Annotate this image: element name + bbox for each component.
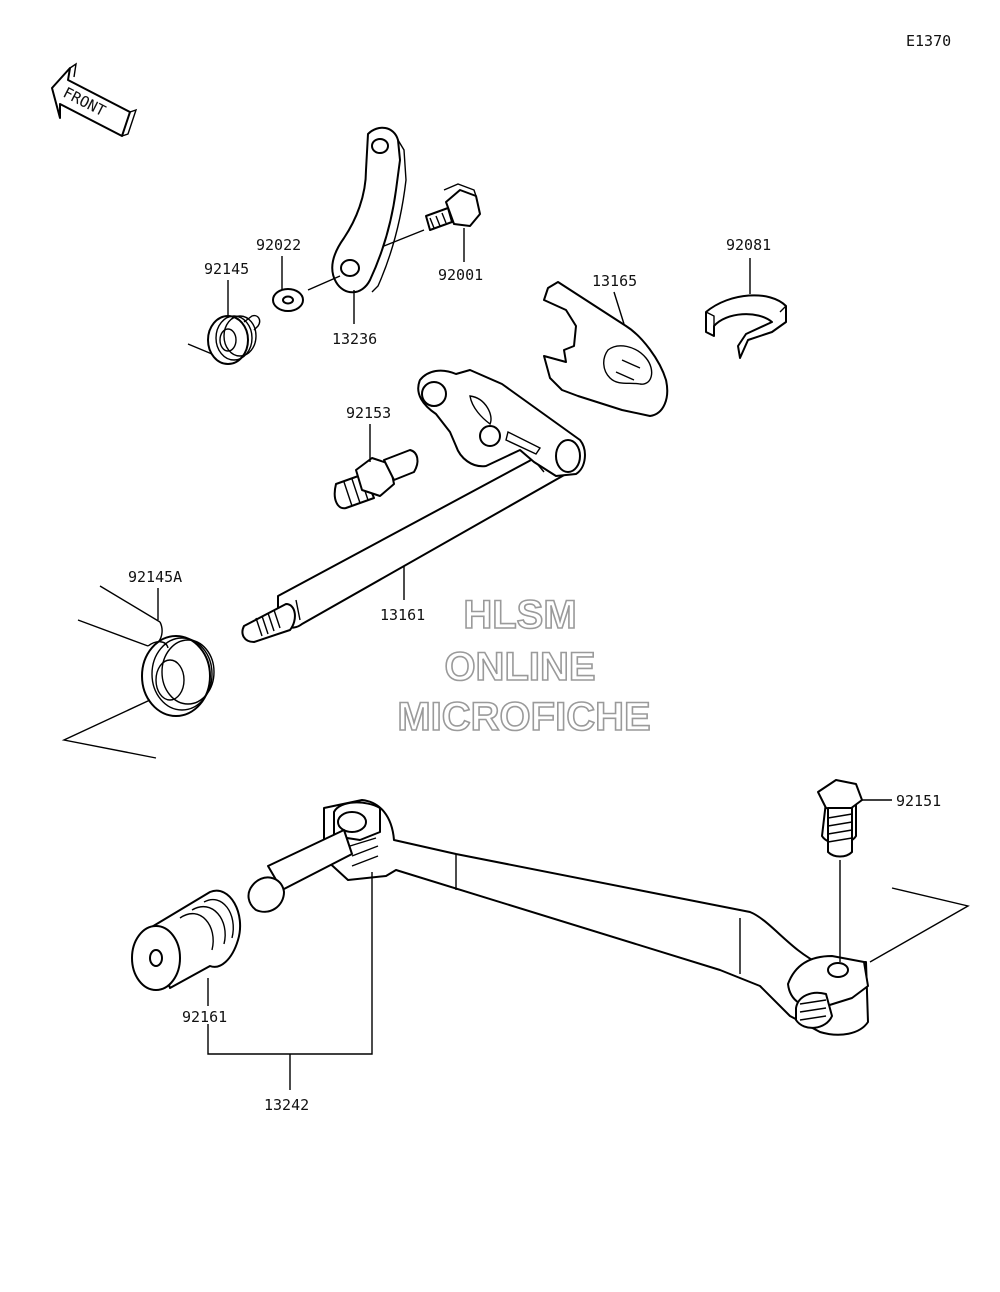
leader-lines [61,228,970,1090]
rubber-92161 [131,889,242,991]
label-92145a: 92145A [128,568,182,586]
band-92081 [705,294,787,359]
label-92001: 92001 [438,266,483,284]
watermark-line3: MICROFICHE [397,695,650,739]
label-13165: 13165 [592,272,637,290]
shift-arm-13236 [331,126,407,294]
label-13236: 13236 [332,330,377,348]
label-92153: 92153 [346,404,391,422]
front-arrow-icon: FRONT [51,62,138,137]
shaft-13161 [241,369,586,643]
label-13161: 13161 [380,606,425,624]
label-92145: 92145 [204,260,249,278]
diagram-code: E1370 [906,32,951,50]
label-92161: 92161 [182,1008,227,1026]
label-13242: 13242 [264,1096,309,1114]
label-92022: 92022 [256,236,301,254]
label-92151: 92151 [896,792,941,810]
stud-92153 [333,449,419,510]
label-92081: 92081 [726,236,771,254]
spring-92145a [77,585,215,717]
washer-92022 [272,288,304,312]
pedal-13242 [247,799,869,1036]
spring-92145 [187,314,261,365]
bolt-92151 [817,779,863,858]
plate-13165 [543,281,669,417]
watermark: HLSM ONLINE MICROFICHE [397,592,652,740]
watermark-line1: HLSM [463,593,576,637]
watermark-line2: ONLINE [444,645,595,689]
bolt-92001 [425,183,481,231]
